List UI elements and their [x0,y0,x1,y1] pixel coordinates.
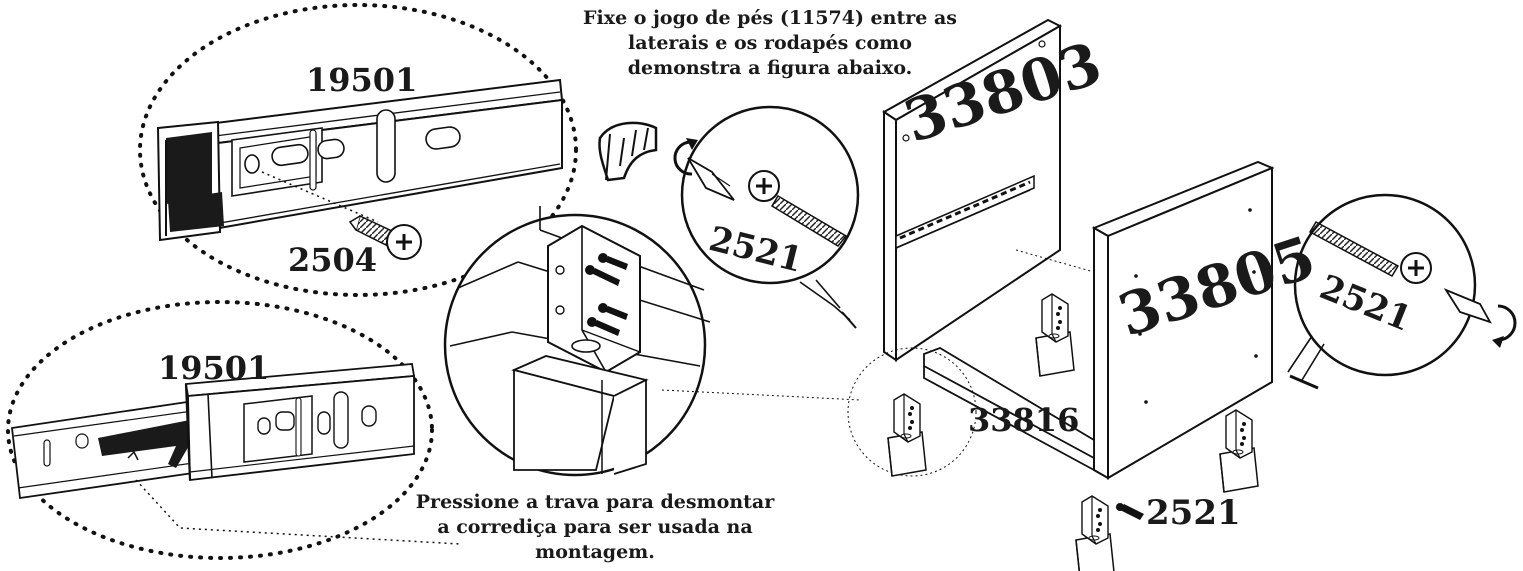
instruction-bottom-line2: a corrediça para ser usada na [437,516,753,538]
screw-2521-front [1116,503,1144,520]
panel-33805 [1091,160,1275,480]
screw-callout-right [1287,193,1517,390]
foot-bracket-3 [1219,409,1259,493]
rail-detail-bottom [6,300,461,560]
instruction-top-line1: Fixe o jogo de pés (11574) entre as [583,7,957,29]
instruction-bottom: Pressione a trava para desmontar a corre… [390,490,800,565]
foot-bracket-1 [1035,293,1075,377]
instruction-top: Fixe o jogo de pés (11574) entre as late… [510,6,1030,81]
label-screw-front: 2521 [1146,493,1241,533]
foot-bracket-2 [887,393,927,477]
detail-ellipse-bottom [6,300,434,560]
instruction-bottom-line1: Pressione a trava para desmontar [415,491,775,513]
foot-bracket-icon [887,293,1259,571]
plinth-33816 [923,249,1095,471]
screw-2504-icon [348,214,422,260]
label-screw-2504: 2504 [288,241,378,279]
foot-detail-circle [443,206,861,477]
foot-bracket-4 [1075,495,1115,571]
detail-ellipse-top [138,3,578,297]
label-rail-top: 19501 [306,61,418,99]
rail-detail-top [138,3,578,297]
label-rail-bottom: 19501 [158,349,270,387]
panel-33803 [882,18,1063,362]
pointing-hand-icon [598,121,658,182]
instruction-top-line3: demonstra a figura abaixo. [627,57,913,79]
screw-callout-left [673,105,860,329]
instruction-bottom-line3: montagem. [535,541,655,563]
label-plinth-33816: 33816 [968,401,1080,439]
instruction-top-line2: laterais e os rodapés como [628,32,912,54]
